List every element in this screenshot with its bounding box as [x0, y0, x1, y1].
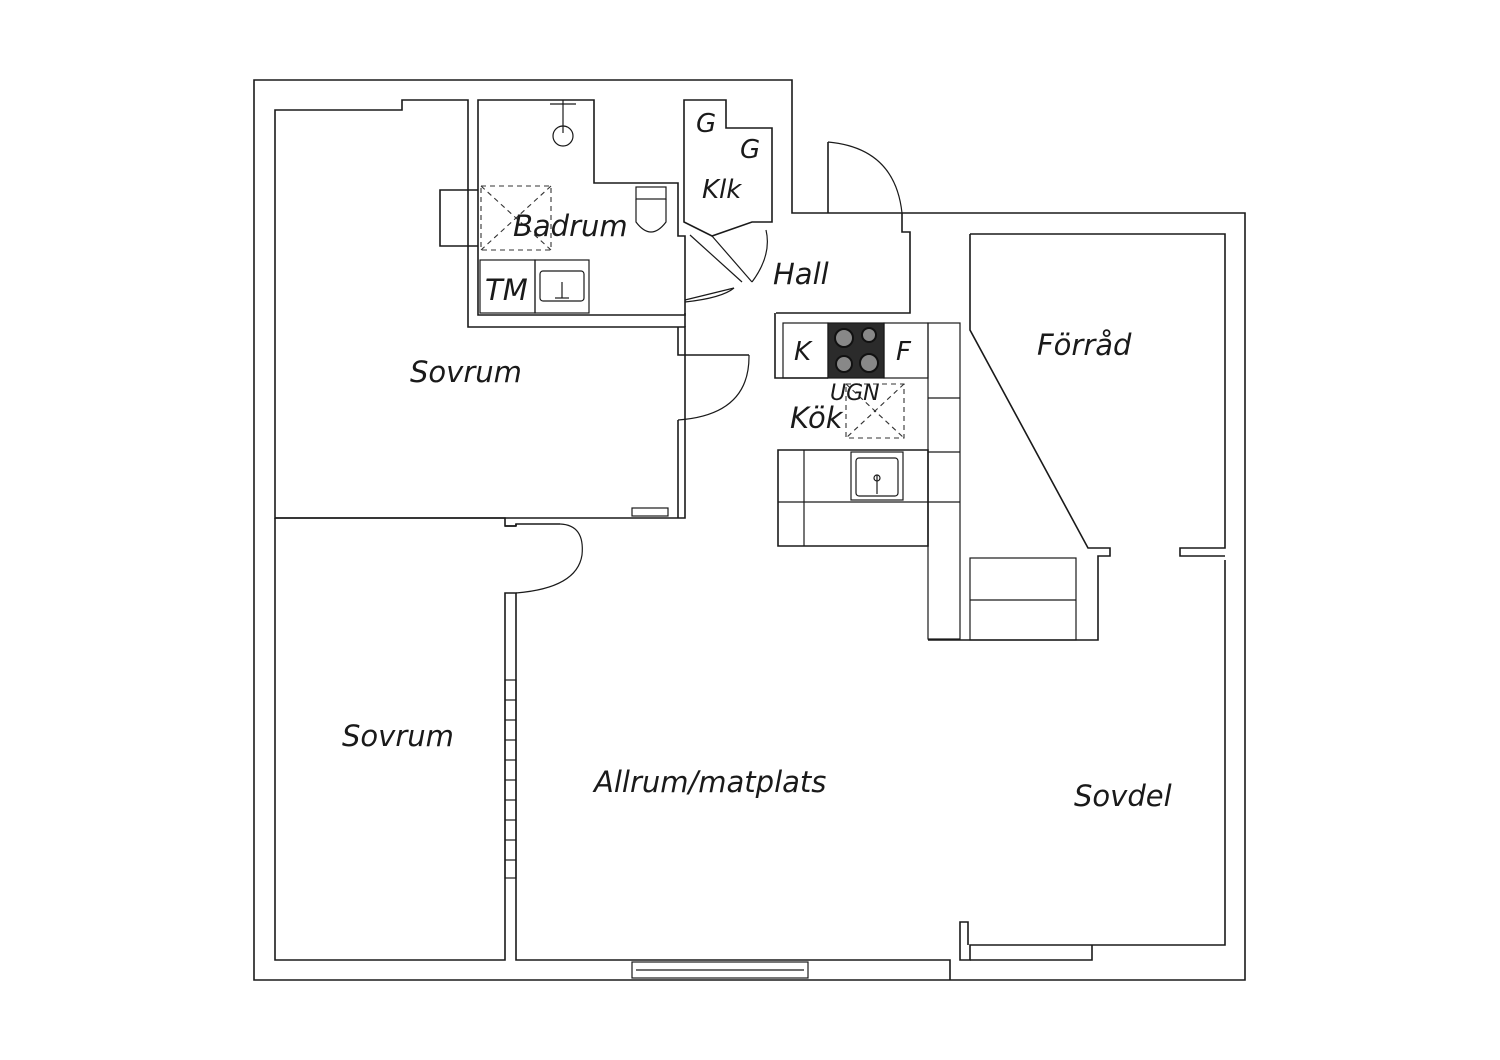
bedroom-bottom [274, 517, 951, 980]
label-sovdel: Sovdel [1074, 779, 1172, 813]
label-allrum: Allrum/matplats [592, 765, 826, 799]
entrance-door [827, 141, 903, 214]
kitchen-sink-icon [850, 451, 904, 501]
label-forrad: Förråd [1037, 328, 1132, 362]
bathroom-door [684, 287, 735, 301]
label-ugn: UGN [830, 381, 880, 406]
closet [683, 99, 773, 283]
balcony-window [631, 961, 809, 979]
label-k: K [794, 337, 813, 367]
storage-room [928, 233, 1226, 641]
label-g1: G [696, 109, 716, 139]
label-f: F [896, 337, 912, 367]
shower-icon [550, 100, 576, 147]
wardrobe [504, 679, 517, 879]
label-klk: Klk [702, 175, 742, 205]
label-kok: Kök [790, 401, 844, 435]
toilet-icon [635, 186, 667, 233]
shower-area [480, 185, 552, 251]
label-tm: TM [485, 273, 528, 307]
label-sovrum-bottom: Sovrum [342, 719, 454, 753]
bedroom-top-door [677, 327, 750, 518]
hall [684, 141, 911, 327]
sovdel-walls [959, 560, 1226, 961]
label-g2: G [740, 135, 760, 165]
label-sovrum-top: Sovrum [410, 355, 522, 389]
bedroom-bottom-door [515, 523, 583, 594]
kitchen [774, 313, 961, 640]
oven-area [845, 383, 905, 439]
outer-walls [253, 79, 1246, 981]
bathroom [439, 99, 743, 316]
sink-icon [534, 259, 590, 314]
label-hall: Hall [773, 257, 829, 291]
label-badrum: Badrum [513, 209, 628, 243]
